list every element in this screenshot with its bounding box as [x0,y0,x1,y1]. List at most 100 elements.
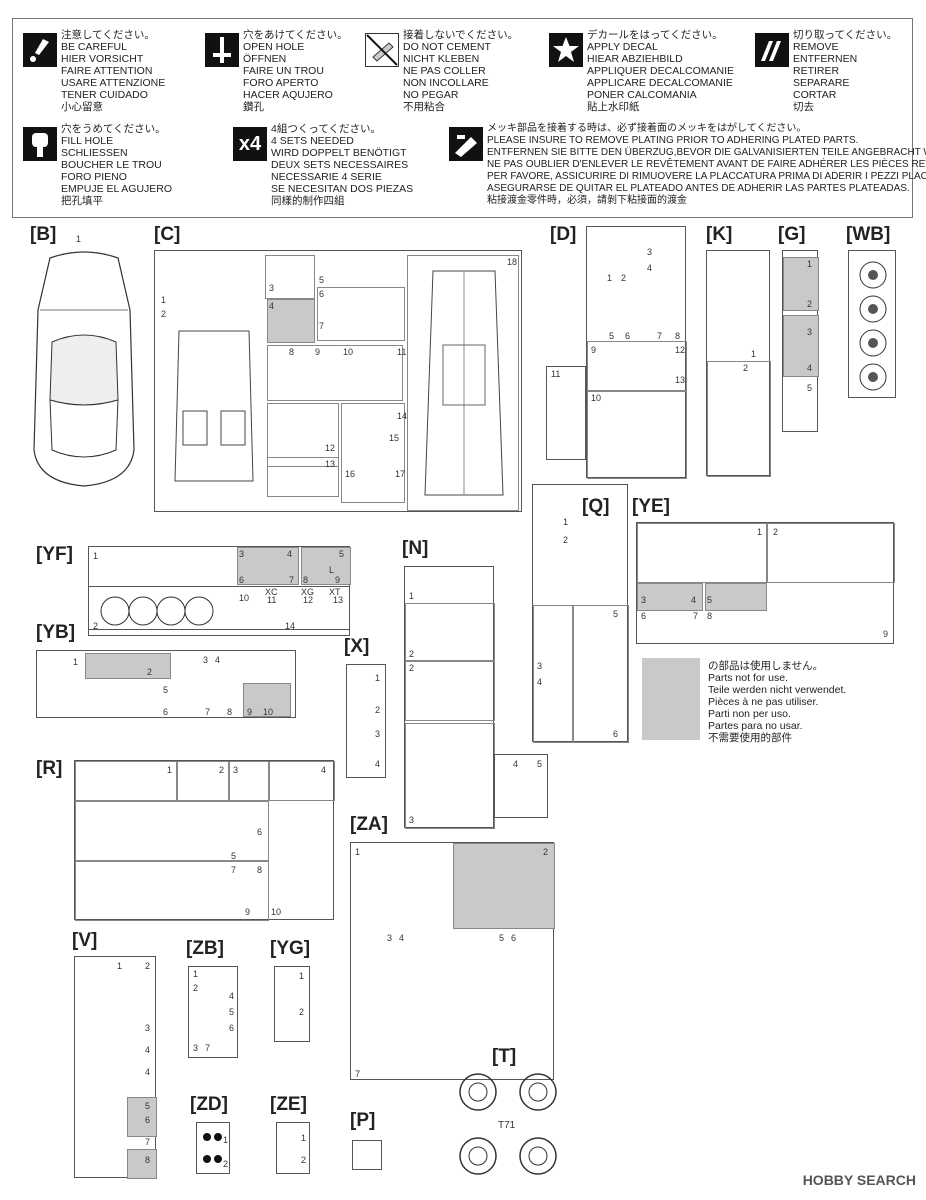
part-cell [533,605,573,743]
part-number: 4 [321,765,327,775]
sprue-label-yf: [YF] [36,544,73,565]
part-number: 2 [563,535,569,545]
part-number: 9 [247,707,253,717]
open-hole-icon [205,33,239,67]
part-number: 8 [257,865,263,875]
part-number: 6 [229,1023,235,1033]
sprue-d-frame: 1 2 3 4 5 6 7 8 9 10 12 13 [586,226,687,479]
part-cell [267,299,315,343]
part-number: 4 [215,655,221,665]
careful-icon [23,33,57,67]
sprue-yb-frame: 1 2 3 4 5 6 7 8 9 10 [36,650,296,718]
part-number: 7 [145,1137,151,1147]
sprue-zb-frame: 1 2 4 5 6 3 7 [188,966,238,1058]
part-number: 7 [693,611,699,621]
part-number: 10 [591,393,602,403]
part-number: 10 [263,707,274,717]
part-number: 5 [231,851,237,861]
part-number: 6 [511,933,517,943]
part-number: 2 [93,621,99,631]
sprue-yg-frame: 1 2 [274,966,310,1042]
fill-hole-icon [23,127,57,161]
part-number: 1 [563,517,569,527]
part-number: 5 [613,609,619,619]
watermark-logo: HOBBY SEARCH [802,1172,916,1188]
part-number: 8 [227,707,233,717]
sprue-d-arm: 11 [546,366,586,460]
part-number: 7 [289,575,295,585]
part-cell [267,403,339,467]
part-number: 4 [145,1067,151,1077]
part-cell [267,345,403,401]
part-number: 7 [205,1043,211,1053]
part-cell [341,403,405,503]
sprue-k-frame: 1 2 [706,250,771,477]
x4-icon: x4 [233,127,267,161]
sprue-label-t: [T] [492,1046,517,1067]
part-number: 1 [167,765,173,775]
car-body-part [33,251,135,487]
part-cell [75,761,177,801]
part-number: 5 [163,685,169,695]
wheel-parts [100,596,214,626]
part-number: 9 [315,347,321,357]
part-number: T71 [498,1120,516,1131]
part-number: 11 [397,347,407,357]
decal-icon [549,33,583,67]
part-cell [85,653,171,679]
part-cell [267,457,339,497]
part-number: 1 [299,971,305,981]
part-number: 12 [303,595,314,605]
not-used-swatch [642,658,700,740]
sprue-ye-frame: 1 2 3 4 5 6 7 8 9 [636,522,895,644]
sprue-c-frame: 1 2 3 4 5 6 7 8 9 10 11 12 13 14 15 16 1… [154,250,522,512]
part-cell [587,341,687,391]
part-number: 1 [301,1133,307,1143]
sprue-label-zb: [ZB] [186,938,224,959]
part-number: 9 [245,907,251,917]
part-tag: XT [329,587,341,597]
part-number: 6 [319,289,325,299]
part-cell [405,661,495,721]
part-number: 18 [507,257,518,267]
part-number: 2 [145,961,151,971]
part-number: 1 [807,259,813,269]
part-number: 1 [117,961,123,971]
part-number: 8 [303,575,309,585]
part-cell [637,583,703,611]
part-number: 1 [193,969,199,979]
part-cell [229,761,269,801]
part-number: 15 [389,433,400,443]
part-number: 7 [657,331,663,341]
part-number: 7 [205,707,211,717]
sprue-label-p: [P] [350,1110,376,1131]
sprue-label-k: [K] [706,224,733,245]
part-number: 10 [343,347,354,357]
part-cell [573,605,629,743]
sprue-q-frame: 1 2 3 4 5 6 [532,484,629,743]
no-cement-icon [365,33,399,67]
part-number: 3 [641,595,647,605]
part-number: 2 [193,983,199,993]
part-cell [587,391,687,479]
part-number: 5 [339,549,345,559]
part-number: 4 [513,759,519,769]
part-number: 5 [145,1101,151,1111]
part-number: 1 [93,551,99,561]
sprue-label-r: [R] [36,758,63,779]
sprue-label-zd: [ZD] [190,1094,228,1115]
part-cell [177,761,229,801]
sprue-r-frame: 1 2 3 4 5 6 7 8 9 10 [74,760,335,921]
part-number: 6 [625,331,631,341]
sprue-label-d: [D] [550,224,577,245]
part-cell [75,861,269,921]
part-number: 4 [145,1045,151,1055]
part-number: 7 [231,865,237,875]
sprue-yf-wheels: 2 10 XC 11 XG 12 XT 13 14 [88,586,350,636]
part-cell [405,723,495,829]
part-cell [705,583,767,611]
